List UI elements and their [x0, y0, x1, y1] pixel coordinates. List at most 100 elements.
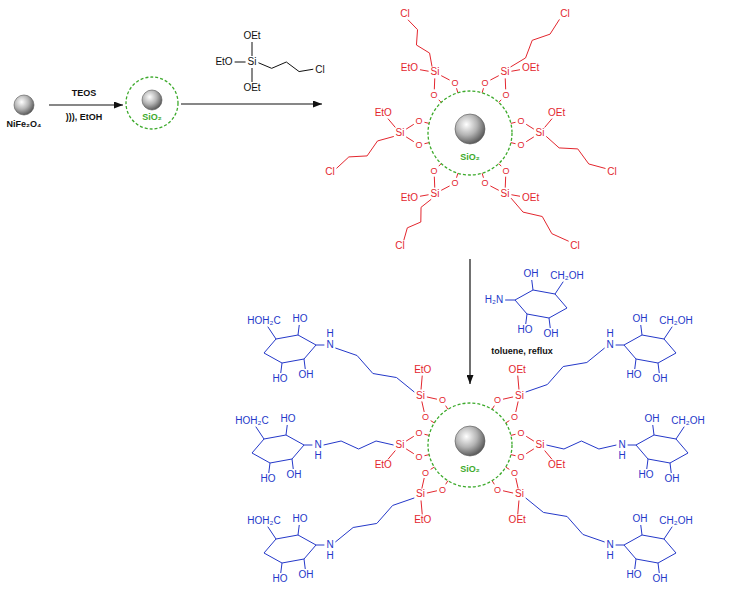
chemical-bond	[506, 467, 510, 469]
chemical-bond	[642, 335, 664, 339]
particle-label: SiO₂	[460, 153, 480, 162]
atom-label: OH	[299, 370, 314, 380]
atom-label: Si	[501, 189, 510, 199]
chemical-bond	[526, 498, 605, 542]
chemical-bond	[281, 363, 282, 373]
chemical-bond	[298, 325, 299, 335]
atom-label: OH	[665, 474, 680, 484]
chemical-bond	[286, 435, 304, 445]
chemical-bond	[511, 195, 520, 197]
atom-label: O	[511, 468, 518, 477]
chemical-bond	[268, 327, 276, 339]
chemical-bond	[624, 345, 636, 359]
chemical-bond	[532, 280, 533, 290]
atom-label: OEt	[509, 365, 526, 375]
reaction-condition: toluene, reflux	[491, 347, 553, 356]
chemical-bond	[546, 441, 616, 449]
atom-label: N	[326, 340, 333, 350]
atom-label: OH	[544, 329, 559, 339]
chemical-bond	[269, 463, 270, 473]
chemical-bond	[336, 136, 393, 168]
atom-label: O	[517, 141, 524, 150]
chemical-bond	[431, 421, 435, 423]
atom-label: CH₂OH	[659, 316, 692, 326]
atom-label: O	[517, 429, 524, 438]
nanoparticle: NiFe₂O₄	[0, 93, 48, 147]
chemical-bond	[404, 199, 431, 240]
atom-label: O	[439, 396, 446, 405]
chemical-bond	[422, 478, 424, 489]
chemical-bond	[252, 439, 264, 453]
chemical-bond	[616, 345, 624, 346]
atom-label: Si	[515, 489, 524, 499]
chemical-bond	[555, 282, 563, 294]
reaction-arrow	[469, 259, 470, 384]
chemical-bond	[658, 363, 659, 373]
nanoparticle: SiO₂	[380, 385, 560, 505]
chemical-bond	[505, 177, 506, 188]
chemical-bond	[511, 122, 516, 123]
atom-label: O	[517, 117, 524, 126]
chemical-bond	[298, 535, 316, 545]
atom-label: HO	[627, 570, 642, 580]
atom-label: O	[431, 167, 438, 176]
chemical-bond	[446, 406, 448, 410]
atom-label: H₂N	[485, 295, 503, 305]
reaction-condition: ))), EtOH	[66, 113, 103, 122]
atom-label: O	[502, 90, 509, 99]
atom-label: Si	[536, 440, 545, 450]
atom-label: EtO	[414, 365, 431, 375]
chemical-bond	[505, 78, 506, 89]
atom-label: H	[326, 551, 333, 561]
chemical-bond	[516, 401, 518, 412]
atom-label: H	[606, 329, 613, 339]
atom-label: CH₂OH	[550, 271, 583, 281]
chemical-bond	[298, 525, 299, 535]
atom-label: HO	[518, 325, 533, 335]
atom-label: O	[517, 453, 524, 462]
atom-label: N	[618, 440, 625, 450]
atom-label: Cl	[395, 241, 404, 251]
atom-label: Si	[431, 189, 440, 199]
atom-label: Cl	[607, 167, 616, 177]
chemical-bond	[515, 300, 527, 314]
chemical-bond	[533, 290, 555, 294]
atom-label: Cl	[560, 9, 569, 19]
chemical-bond	[505, 300, 515, 301]
atom-label: O	[482, 78, 489, 87]
chemical-bond	[658, 553, 676, 563]
chemical-bond	[316, 545, 324, 546]
chemical-bond	[482, 88, 483, 93]
atom-label: HO	[293, 314, 308, 324]
atom-label: OH	[299, 570, 314, 580]
atom-label: O	[415, 453, 422, 462]
chemical-bond	[624, 335, 642, 345]
chemical-bond	[424, 143, 429, 144]
atom-label: OH	[645, 414, 660, 424]
atom-label: CH₂OH	[659, 516, 692, 526]
atom-label: OH	[653, 574, 668, 584]
atom-label: Si	[416, 391, 425, 401]
chemical-bond	[252, 42, 253, 56]
nanoparticle: SiO₂	[323, 5, 617, 258]
chemical-bond	[324, 441, 394, 449]
chemical-bond	[256, 427, 264, 439]
chemical-bond	[406, 124, 414, 129]
atom-label: N	[326, 540, 333, 550]
chemical-bond	[388, 119, 395, 128]
chemical-bond	[549, 318, 550, 328]
chemical-bond	[252, 453, 270, 463]
chemical-bond	[676, 427, 684, 439]
atom-label: EtO	[375, 460, 392, 470]
chemical-bond	[406, 137, 414, 142]
chemical-bond	[252, 68, 253, 82]
atom-label: HO	[639, 470, 654, 480]
chemical-bond	[636, 359, 658, 363]
atom-label: EtO	[375, 108, 392, 118]
reaction-arrow	[181, 103, 322, 104]
atom-label: OH	[653, 374, 668, 384]
atom-label: H	[314, 451, 321, 461]
chemical-bond	[511, 19, 560, 67]
chemical-bond	[648, 459, 670, 463]
chemical-bond	[264, 435, 286, 439]
